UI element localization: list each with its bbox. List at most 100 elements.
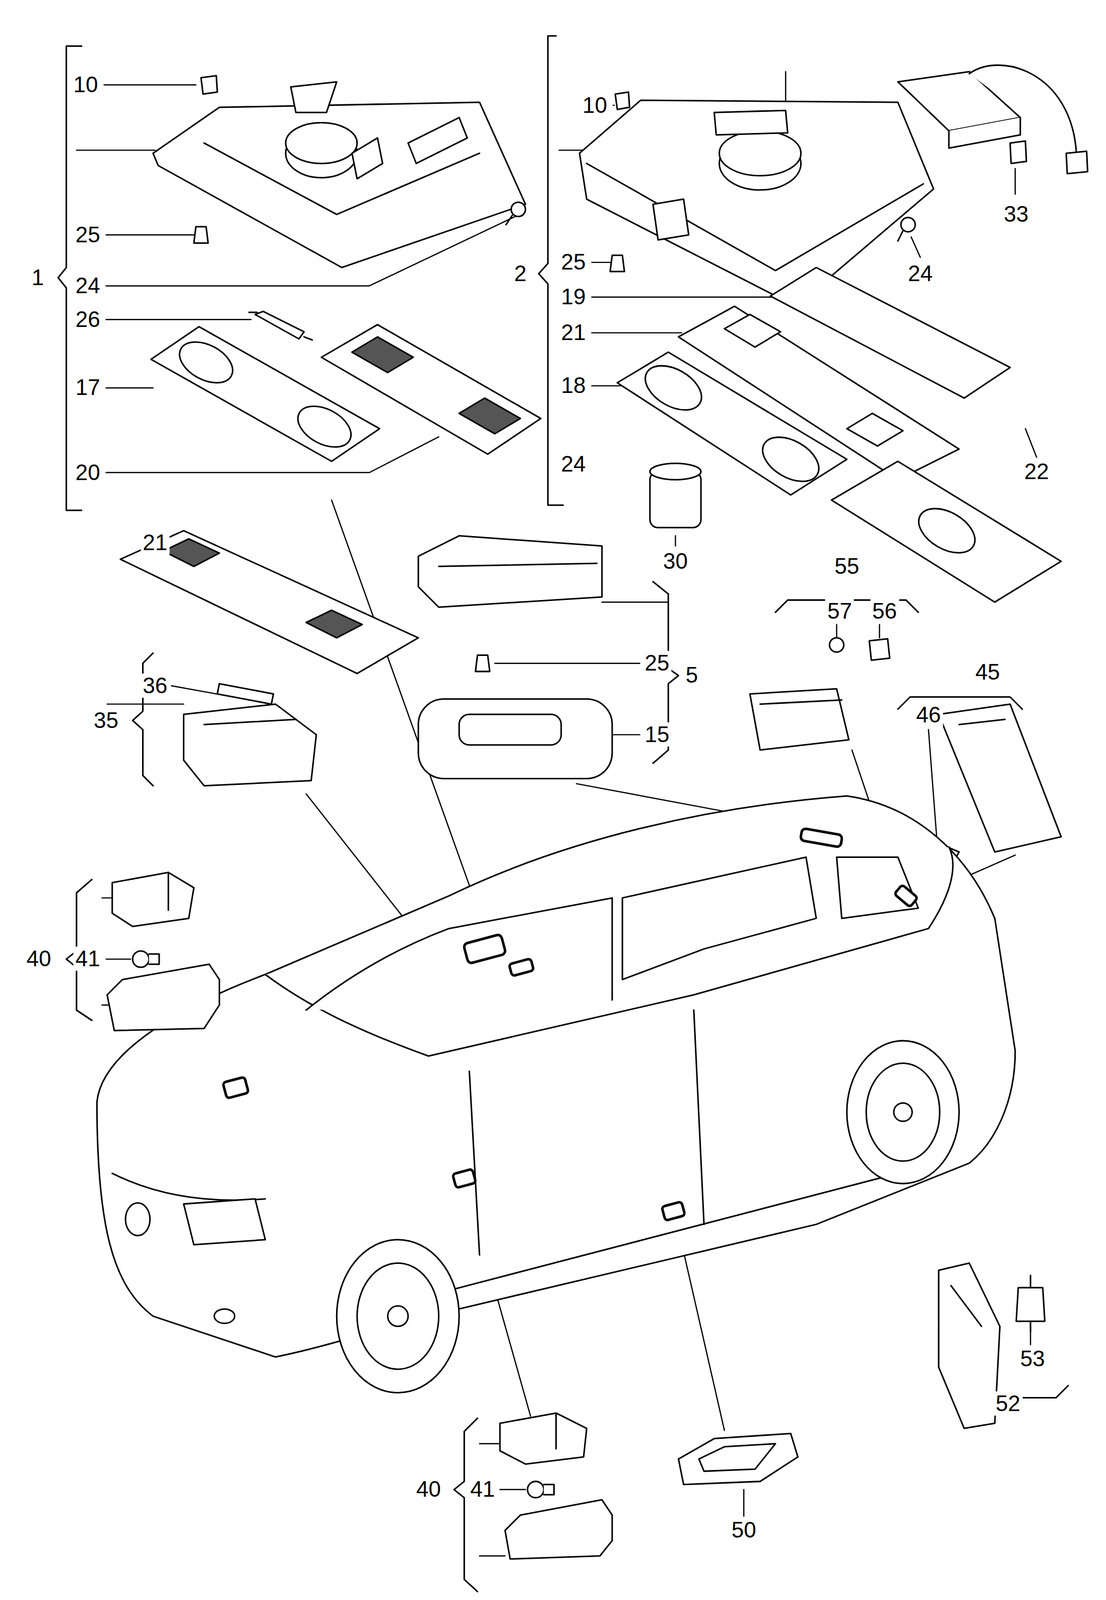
leader-line — [1014, 168, 1016, 195]
callout-number: 46 — [914, 702, 943, 728]
control-module — [897, 64, 1088, 174]
clip — [201, 75, 218, 94]
frame — [698, 1444, 776, 1472]
switch-module — [418, 536, 602, 608]
switch-module — [438, 563, 598, 567]
microphone — [649, 463, 701, 480]
control-unit — [112, 872, 194, 927]
lamp — [749, 688, 849, 750]
leader-line — [911, 236, 921, 257]
roof-console-housing — [579, 100, 934, 307]
car-body — [96, 796, 1015, 1358]
light-location — [222, 828, 918, 1221]
luggage-lamp-housing — [938, 704, 1062, 853]
control-unit — [499, 1413, 587, 1465]
leader-line — [613, 104, 615, 106]
leader-line — [835, 624, 837, 638]
festoon-bulb — [1016, 1287, 1046, 1322]
callout-number: 24 — [905, 261, 935, 286]
lens — [418, 699, 613, 779]
callout-number: 19 — [559, 284, 589, 309]
light-location — [800, 828, 843, 848]
control-module — [969, 64, 1077, 154]
leader-line — [878, 624, 880, 638]
leader-line — [107, 703, 184, 705]
reading-lamp-housing — [204, 719, 296, 725]
callout-number: 1 — [29, 265, 46, 290]
bulb — [610, 255, 625, 272]
lens-panel — [172, 333, 240, 392]
lens-panel — [617, 352, 848, 495]
lens-panel — [637, 356, 710, 420]
bulb — [527, 1481, 555, 1499]
reading-lamp-housing — [183, 704, 316, 787]
callout-number: 45 — [973, 660, 1003, 685]
callout-number: 30 — [661, 549, 690, 574]
light-location — [463, 934, 506, 964]
lamp-holder — [107, 964, 220, 1031]
leader-line — [743, 1489, 745, 1517]
cover-panel — [911, 499, 983, 562]
screw — [505, 215, 512, 225]
callout-number: 10 — [580, 93, 610, 118]
roof-console-housing — [153, 102, 526, 268]
callout-number: 24 — [73, 273, 103, 298]
callout-number: 53 — [1018, 1346, 1048, 1372]
leader-line — [104, 84, 197, 86]
wheel — [357, 1263, 439, 1370]
lens-panel — [754, 428, 827, 491]
festoon-bulb — [1029, 1275, 1032, 1332]
control-module — [1010, 141, 1027, 164]
callout-number: 26 — [73, 307, 103, 332]
lamp-holder — [504, 1500, 613, 1559]
callout-number: 25 — [559, 249, 589, 275]
lens-panel — [305, 610, 362, 638]
festoon-bulb — [248, 311, 313, 341]
screw — [900, 217, 916, 232]
roof-console-housing — [713, 110, 788, 136]
leader-line — [106, 234, 194, 236]
screw — [897, 217, 916, 242]
car-body — [214, 1309, 235, 1324]
group-bracket — [453, 1418, 478, 1592]
leader-line — [494, 662, 640, 664]
festoon-bulb — [217, 683, 274, 704]
bulb — [610, 255, 625, 272]
control-unit — [499, 1413, 587, 1465]
leader-line — [1025, 428, 1037, 458]
leader-line — [602, 601, 669, 603]
wheel — [893, 1102, 913, 1122]
roof-console-housing — [719, 131, 802, 176]
leader-line — [106, 958, 132, 960]
car-body — [96, 796, 1015, 1358]
callout-number: 20 — [73, 460, 103, 485]
callout-number: 2 — [511, 261, 529, 286]
festoon-bulb — [1016, 1275, 1046, 1332]
car-body — [428, 1173, 898, 1296]
roof-console-housing — [153, 81, 526, 268]
clip — [615, 92, 630, 110]
callout-number: 25 — [73, 222, 103, 247]
bulb — [543, 1484, 554, 1495]
festoon-bulb — [248, 312, 313, 341]
callout-number: 22 — [1022, 459, 1052, 484]
lamp — [760, 700, 842, 705]
lens-panel — [352, 337, 414, 373]
screw — [505, 202, 526, 225]
car-body — [836, 857, 919, 919]
callout-number: 18 — [559, 373, 589, 398]
callout-number: 25 — [642, 651, 672, 676]
lamp-housing — [938, 1263, 1000, 1429]
switch-module — [418, 536, 602, 608]
control-module — [1066, 151, 1088, 174]
leader-line — [479, 1443, 500, 1445]
lens-panel — [163, 539, 220, 567]
socket — [869, 638, 890, 661]
callout-number: 52 — [993, 1391, 1023, 1416]
car-body — [112, 1173, 266, 1201]
lens — [459, 714, 561, 746]
callout-number: 21 — [559, 320, 589, 345]
lens-panel — [291, 398, 358, 456]
car-body — [305, 897, 612, 1011]
